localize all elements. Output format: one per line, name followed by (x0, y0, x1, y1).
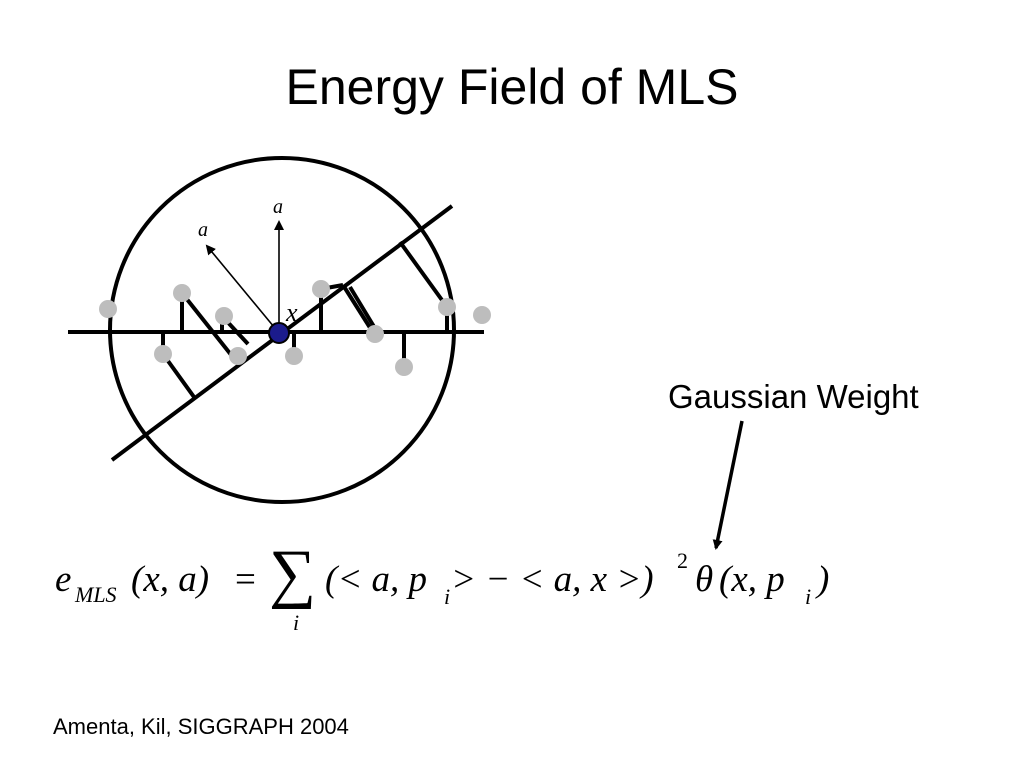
formula-equals: = (235, 559, 256, 600)
formula-middle-term: > − < a, x >) (451, 559, 654, 600)
formula-lhs-args: (x, a) (131, 559, 210, 600)
citation: Amenta, Kil, SIGGRAPH 2004 (53, 714, 349, 739)
sample-point (312, 280, 330, 298)
sample-point (229, 347, 247, 365)
sample-point (99, 300, 117, 318)
sample-point (154, 345, 172, 363)
formula-subscript-mls: MLS (75, 582, 117, 607)
sample-point (285, 347, 303, 365)
formula-theta-args: (x, p (719, 559, 785, 600)
sample-point (438, 298, 456, 316)
sample-point (215, 307, 233, 325)
formula-e: e (55, 559, 72, 600)
gaussian-weight-arrow (712, 420, 744, 550)
label-a-vertical: a (273, 196, 283, 218)
normal-vector-tilted (205, 244, 280, 334)
sample-points (99, 280, 491, 376)
center-point-x (268, 322, 290, 344)
horizontal-projections (161, 289, 449, 366)
mls-energy-formula: e MLS (x, a) = ∑ i (< a, p i > − < a, x … (55, 537, 855, 638)
formula-subscript-i1: i (444, 584, 451, 609)
sample-point (395, 358, 413, 376)
formula-open-term: (< a, p (325, 559, 428, 600)
formula-close: ) (817, 559, 830, 600)
label-a-tilted: a (198, 219, 208, 241)
sample-point (473, 306, 491, 324)
formula-sum-index: i (293, 610, 300, 635)
formula-theta: θ (695, 559, 714, 600)
sample-point (173, 284, 191, 302)
formula-sum-symbol: ∑ (269, 537, 317, 610)
gaussian-weight-label: Gaussian Weight (668, 378, 919, 415)
slide-title: Energy Field of MLS (285, 59, 739, 115)
formula-power: 2 (677, 548, 688, 573)
label-x: x (285, 298, 298, 327)
formula-subscript-i2: i (805, 584, 812, 609)
sample-point (366, 325, 384, 343)
